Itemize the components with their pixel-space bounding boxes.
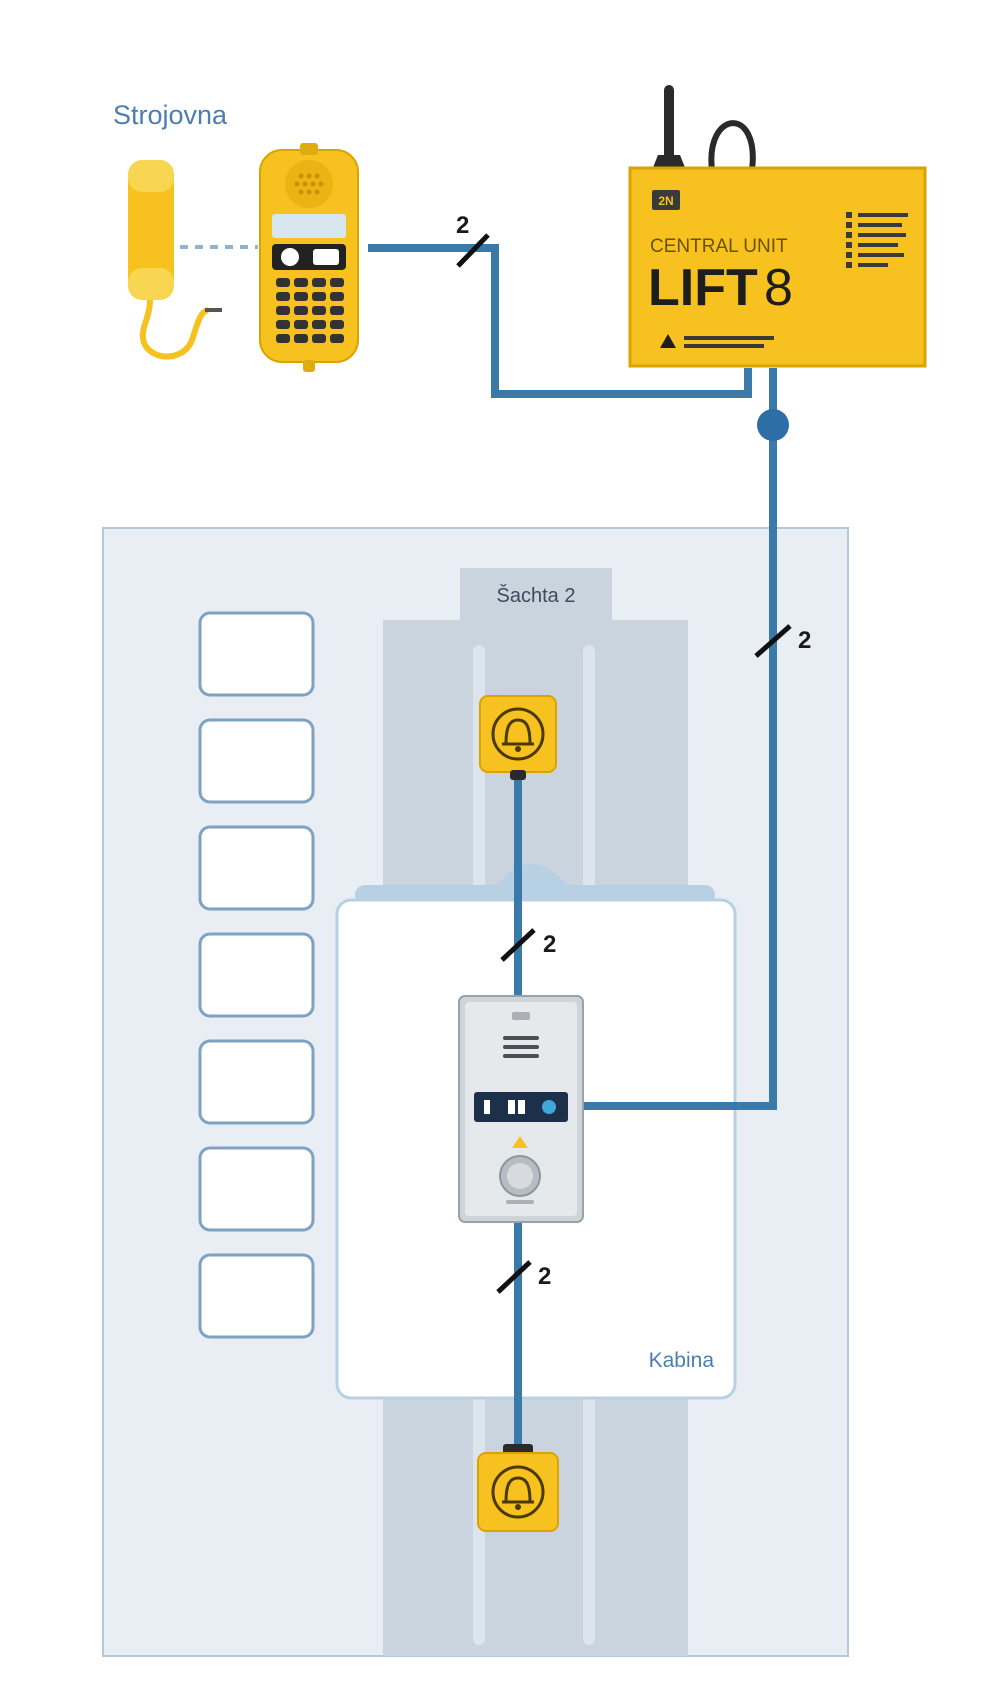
floor-door — [198, 1039, 315, 1125]
antenna-icon — [652, 85, 686, 170]
bell-icon-top — [479, 695, 557, 780]
floor-door — [198, 718, 315, 804]
service-phone-icon — [259, 143, 359, 372]
junction-dot-icon — [757, 409, 789, 441]
unit-title-small: CENTRAL UNIT — [650, 236, 788, 257]
wire-slash — [500, 928, 536, 962]
wire-slash — [754, 624, 792, 658]
floor-doors — [198, 611, 315, 1339]
bell-icon-bottom — [477, 1444, 559, 1532]
cabin-roof-dome — [495, 864, 570, 888]
central-unit: 2N CENTRAL UNIT LIFT 8 — [628, 166, 927, 368]
speaker-grille-icon — [503, 1036, 539, 1058]
floor-door — [198, 1146, 315, 1232]
machine-room-label: Strojovna — [113, 100, 228, 130]
unit-title-big: LIFT — [648, 259, 758, 317]
floor-door — [198, 1253, 315, 1339]
brand-label: 2N — [658, 194, 673, 208]
wire-count-cabin-top: 2 — [543, 931, 556, 958]
wire-unit-to-cabin — [582, 368, 777, 1110]
wire-phone-to-unit — [368, 244, 752, 398]
cabin-label: Kabina — [649, 1349, 715, 1372]
floor-door — [198, 932, 315, 1018]
intercom-icon — [458, 995, 584, 1223]
floor-door — [198, 825, 315, 911]
handset-icon — [128, 160, 222, 360]
floor-door — [198, 611, 315, 697]
warning-icon — [660, 334, 676, 348]
shaft-header — [460, 568, 612, 620]
wire-count-cabin-bottom: 2 — [538, 1263, 551, 1290]
status-leds — [846, 212, 908, 268]
unit-title-num: 8 — [764, 259, 793, 317]
shaft-label: Šachta 2 — [497, 584, 576, 607]
wire-slash — [456, 233, 490, 268]
cable — [708, 120, 756, 171]
wire-count-phone: 2 — [456, 212, 469, 239]
wire-count-unit-cabin: 2 — [798, 627, 811, 654]
wire-slash — [496, 1260, 532, 1294]
brand-badge — [652, 190, 680, 210]
